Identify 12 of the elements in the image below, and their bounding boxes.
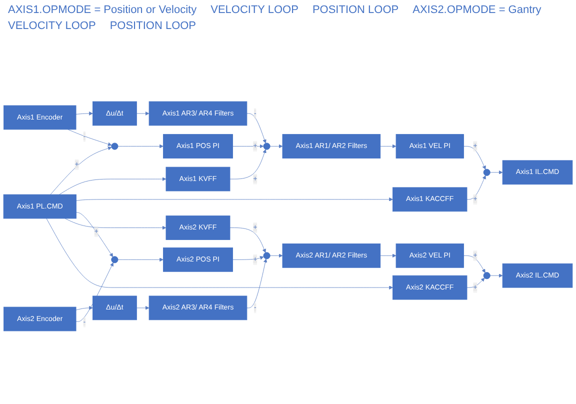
annotation-text: AXIS1.OPMODE = Position or Velocity [8,4,197,16]
node-circle [483,272,490,279]
node-circle [263,252,270,259]
annotation-text: POSITION LOOP [312,4,399,16]
node-circle [111,256,118,263]
node-circle [483,168,490,176]
annotation-text: VELOCITY LOOP [8,20,96,32]
node-circle [111,142,118,150]
annotation-text: POSITION LOOP [110,20,196,32]
node-circle [263,142,270,150]
annotation-text: AXIS2.OPMODE = Gantry [412,4,542,16]
annotation-text: VELOCITY LOOP [210,4,298,16]
